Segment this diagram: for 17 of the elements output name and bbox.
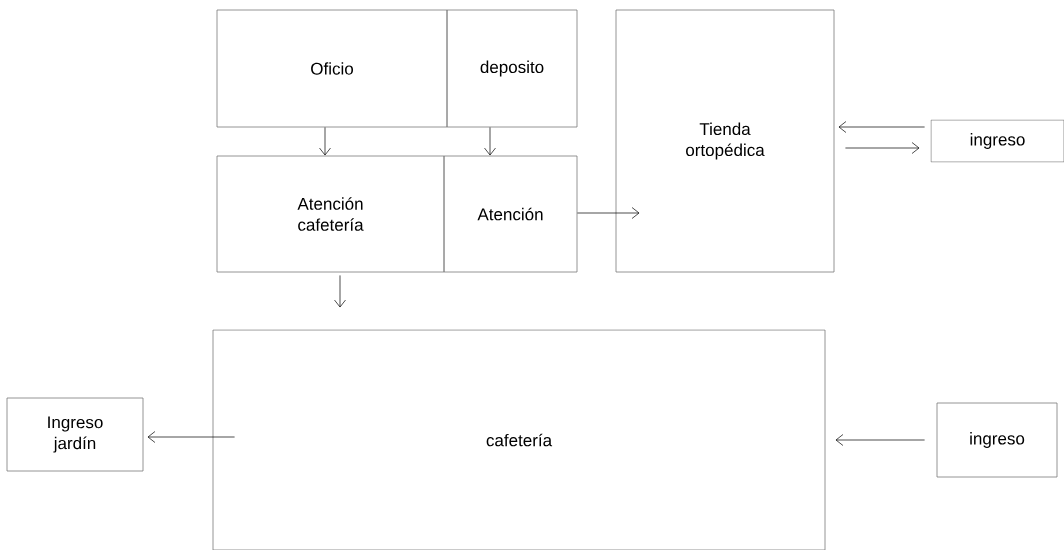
area-box: Atención — [443, 155, 578, 273]
area-box: cafetería — [212, 329, 826, 550]
area-box: Tienda ortopédica — [615, 9, 835, 273]
arrow — [838, 121, 925, 133]
arrow — [319, 127, 331, 156]
arrow — [334, 275, 346, 308]
arrow — [835, 434, 925, 446]
arrow — [484, 127, 496, 156]
area-box: Oficio — [216, 9, 448, 128]
arrow — [845, 142, 920, 154]
area-box: ingreso — [936, 402, 1058, 478]
arrow — [147, 431, 235, 443]
area-box: Ingreso jardín — [6, 397, 144, 472]
area-box: deposito — [446, 9, 578, 128]
area-box: Atención cafetería — [216, 155, 445, 273]
area-box: ingreso — [930, 119, 1064, 163]
arrow — [577, 207, 640, 219]
